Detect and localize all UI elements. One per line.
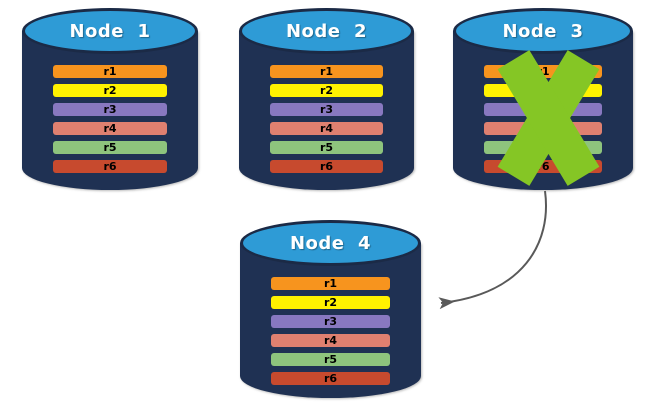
failure-x-icon xyxy=(490,50,606,186)
node-1-row-stack: r1 r2 r3 r4 r5 r6 xyxy=(53,65,167,179)
node-4-row-r5: r5 xyxy=(271,353,390,366)
node-3-cylinder-top: Node 3 xyxy=(453,8,633,54)
node-4-row-r6: r6 xyxy=(271,372,390,385)
node-2-row-stack: r1 r2 r3 r4 r5 r6 xyxy=(270,65,383,179)
failover-arrow-path xyxy=(438,190,547,310)
node-2-row-r3: r3 xyxy=(270,103,383,116)
node-4-row-r3: r3 xyxy=(271,315,390,328)
node-2-title: Node 2 xyxy=(285,20,368,42)
node-1-row-r1: r1 xyxy=(53,65,167,78)
node-4-cylinder-top: Node 4 xyxy=(240,220,421,266)
node-3-title: Node 3 xyxy=(502,20,584,42)
node-4-title: Node 4 xyxy=(289,232,372,254)
node-2-row-r5: r5 xyxy=(270,141,383,154)
node-4-row-stack: r1 r2 r3 r4 r5 r6 xyxy=(271,277,390,391)
node-2-row-r4: r4 xyxy=(270,122,383,135)
node-1-cylinder-top: Node 1 xyxy=(22,8,198,54)
node-4: Node 4 r1 r2 r3 r4 r5 r6 xyxy=(240,220,421,398)
node-1-row-r6: r6 xyxy=(53,160,167,173)
node-1-title: Node 1 xyxy=(69,20,151,42)
node-4-row-r1: r1 xyxy=(271,277,390,290)
node-1-row-r4: r4 xyxy=(53,122,167,135)
node-2: Node 2 r1 r2 r3 r4 r5 r6 xyxy=(239,8,414,190)
node-4-row-r4: r4 xyxy=(271,334,390,347)
node-2-row-r6: r6 xyxy=(270,160,383,173)
node-2-cylinder-top: Node 2 xyxy=(239,8,414,54)
node-1: Node 1 r1 r2 r3 r4 r5 r6 xyxy=(22,8,198,190)
node-3: Node 3 r1 r2 r3 r4 r5 r6 xyxy=(453,8,633,190)
node-2-row-r1: r1 xyxy=(270,65,383,78)
node-2-row-r2: r2 xyxy=(270,84,383,97)
node-4-row-r2: r2 xyxy=(271,296,390,309)
node-1-row-r5: r5 xyxy=(53,141,167,154)
node-1-row-r2: r2 xyxy=(53,84,167,97)
node-1-row-r3: r3 xyxy=(53,103,167,116)
